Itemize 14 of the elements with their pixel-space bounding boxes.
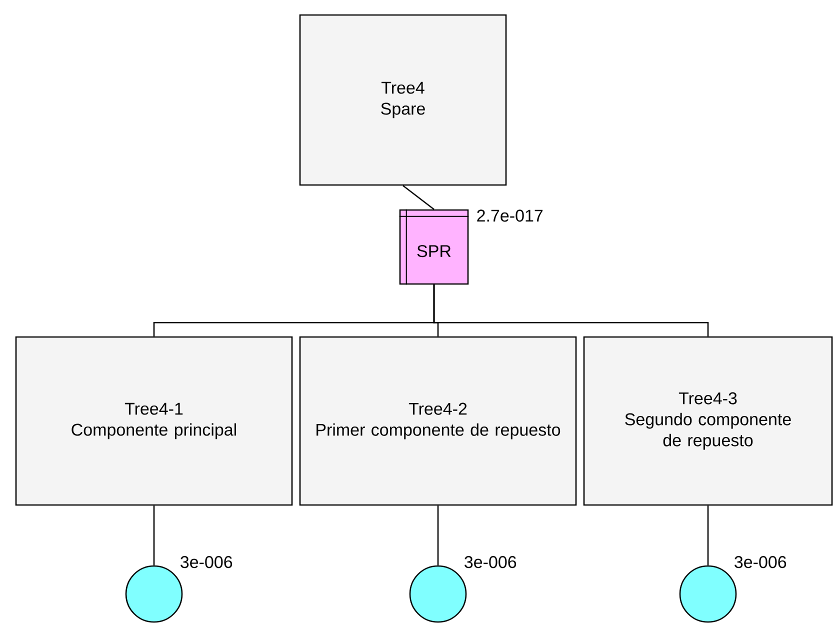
probability-label: 3e-006 <box>464 556 516 568</box>
probability-label: 3e-006 <box>180 556 232 568</box>
connector-line <box>433 284 709 336</box>
event-box: Tree4-3 Segundo componente de repuesto <box>583 336 833 506</box>
event-box: Tree4-2 Primer componente de repuesto <box>299 336 577 506</box>
connector-line <box>437 506 439 566</box>
spare-gate: SPR <box>398 208 470 286</box>
probability-label: 2.7e-017 <box>477 210 543 222</box>
connector-line <box>153 506 155 566</box>
connector-line <box>402 185 434 210</box>
connector-line <box>707 506 709 566</box>
event-box: Tree4 Spare <box>299 14 507 186</box>
probability-label: 3e-006 <box>734 556 786 568</box>
event-box: Tree4-1 Componente principal <box>15 336 293 506</box>
